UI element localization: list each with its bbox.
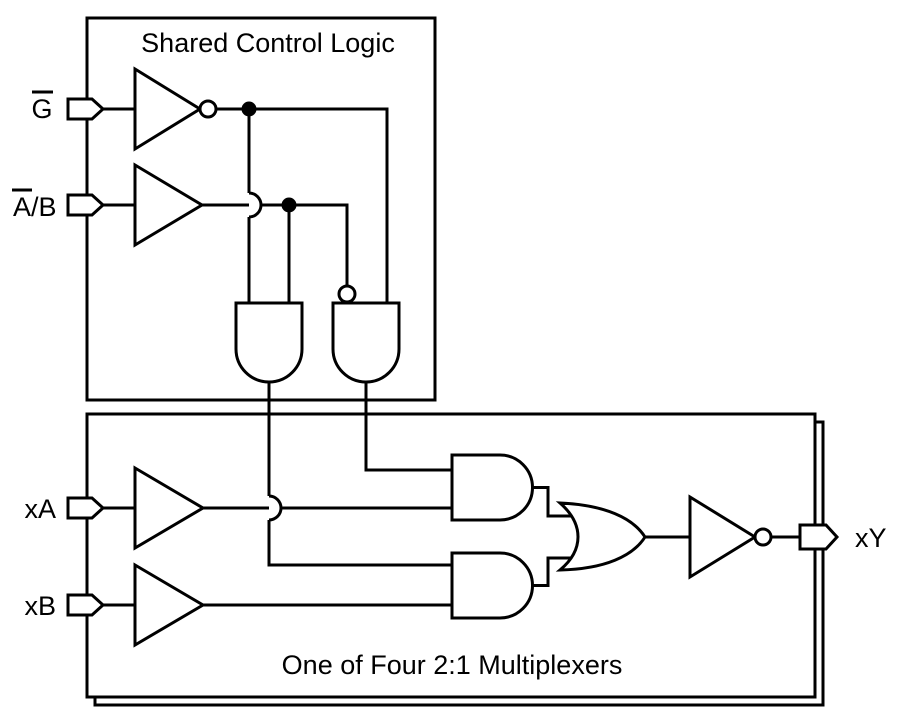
- wire: [532, 486, 572, 518]
- and-gate-control-right: [331, 301, 401, 384]
- wire: [216, 107, 389, 303]
- mux-box-title: One of Four 2:1 Multiplexers: [282, 650, 623, 680]
- junction-dot: [241, 101, 257, 117]
- mux-internals: One of Four 2:1 Multiplexers xA xB xY: [24, 453, 887, 680]
- and-gate-xa: [450, 453, 534, 522]
- shared-control-logic-block: Shared Control Logic G A/B: [12, 16, 452, 567]
- buffer-gate-ab: [133, 162, 205, 248]
- input-label-xb: xB: [24, 591, 56, 621]
- input-label-g: G: [31, 94, 52, 124]
- inverter-gate-g: [133, 66, 203, 152]
- inverter-bubble: [753, 527, 773, 547]
- or-gate: [555, 501, 647, 572]
- inverter-gate-output: [688, 494, 758, 580]
- wire: [364, 382, 452, 472]
- control-box-title: Shared Control Logic: [141, 28, 395, 58]
- input-pin-xb: [66, 593, 106, 617]
- inverter-bubble: [198, 99, 218, 119]
- wire: [267, 520, 452, 567]
- and-gate-xb: [450, 551, 534, 620]
- input-label-ab: A/B: [13, 192, 57, 222]
- input-pin-g: [66, 97, 106, 121]
- input-label-xa: xA: [24, 494, 56, 524]
- wire: [532, 556, 572, 587]
- output-label-xy: xY: [855, 523, 887, 553]
- input-pin-ab: [66, 193, 106, 217]
- and-gate-control-left: [234, 301, 304, 384]
- buffer-gate-xa: [133, 465, 206, 551]
- input-pin-xa: [66, 496, 106, 520]
- wire-hop: [248, 191, 263, 219]
- output-pin-xy: [798, 523, 840, 551]
- wire-hop: [268, 494, 283, 522]
- buffer-gate-xb: [133, 562, 206, 648]
- junction-dot: [281, 197, 297, 213]
- and-input-bubble: [337, 284, 357, 304]
